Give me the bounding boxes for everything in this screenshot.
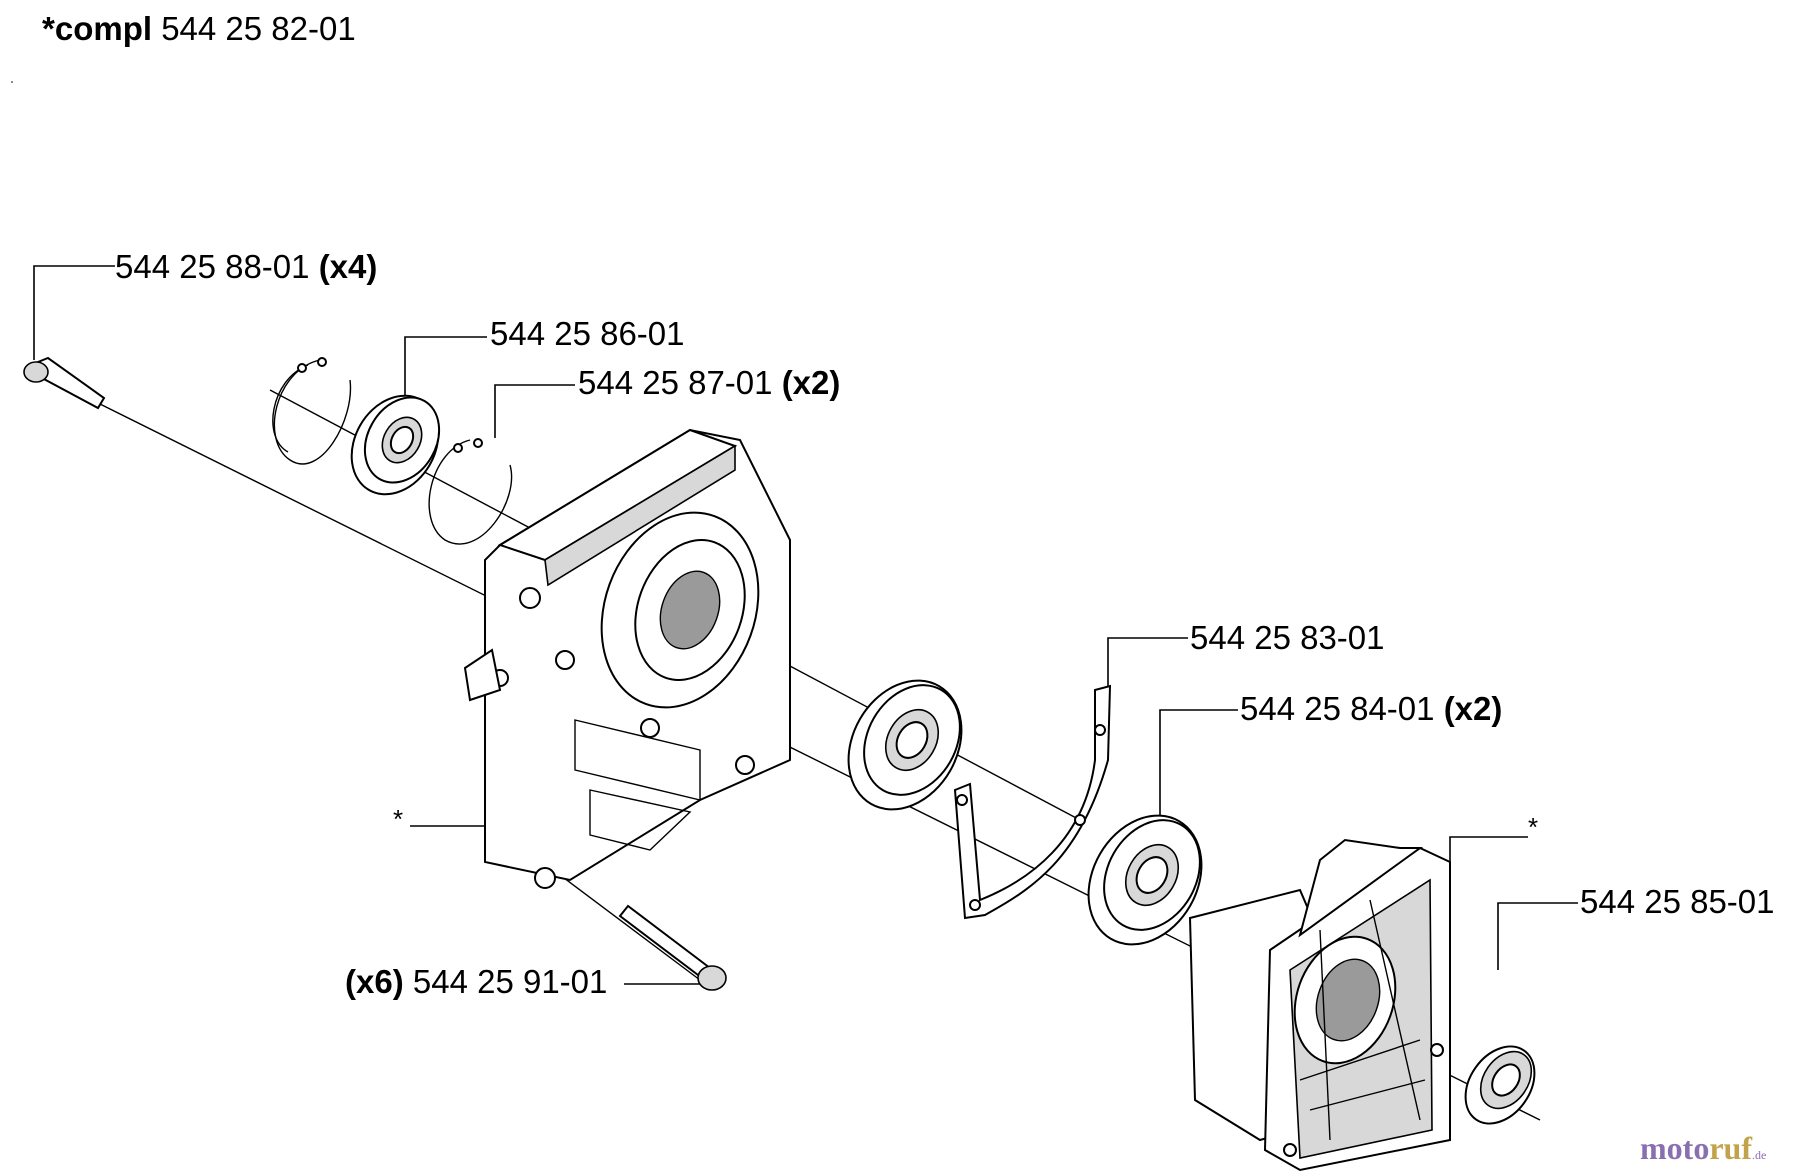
circlip-left-part [272, 357, 352, 465]
callout-bearing-large: 544 25 84-01 (x2) [1240, 692, 1502, 725]
screw-bottom-part [618, 904, 727, 991]
callout-qty: (x2) [1443, 690, 1503, 727]
callout-seal: 544 25 85-01 [1580, 885, 1775, 918]
callout-circlip: 544 25 87-01 (x2) [578, 366, 840, 399]
screw-top-part [23, 356, 106, 410]
bearing-large-2-part [1087, 814, 1203, 946]
callout-part-number: 544 25 85-01 [1580, 883, 1775, 920]
gasket-part [953, 684, 1112, 920]
callout-qty: (x2) [781, 364, 841, 401]
circlip-right-part [428, 438, 513, 545]
speck-dot [11, 81, 13, 83]
callout-part-number: 544 25 91-01 [412, 963, 608, 1000]
callout-part-number: 544 25 88-01 [115, 248, 310, 285]
callout-asterisk: * [393, 804, 404, 834]
watermark-tld: .de [1751, 1148, 1767, 1162]
callout-part-number: 544 25 84-01 [1240, 690, 1435, 727]
seal-part [1464, 1045, 1536, 1125]
callout-screw-bottom: (x6) 544 25 91-01 [345, 965, 607, 998]
callout-screw-top: 544 25 88-01 (x4) [115, 250, 377, 283]
callout-part-number: 544 25 87-01 [578, 364, 773, 401]
callout-asterisk: * [1528, 812, 1539, 842]
callout-qty: (x4) [318, 248, 378, 285]
bearing-large-1-part [847, 679, 963, 811]
title-part-number: 544 25 82-01 [161, 10, 356, 47]
bearing-small-part [350, 394, 441, 496]
callout-housing-left: * [393, 806, 403, 832]
housing-right-part [1188, 838, 1451, 1172]
watermark-logo: motoruf.de [1640, 1130, 1766, 1167]
watermark-part2: ruf [1709, 1130, 1752, 1166]
callout-housing-right: * [1528, 814, 1538, 840]
page-title: *compl 544 25 82-01 [42, 12, 356, 45]
callout-gasket: 544 25 83-01 [1190, 621, 1385, 654]
callout-part-number: 544 25 86-01 [490, 315, 685, 352]
callout-bearing-small: 544 25 86-01 [490, 317, 685, 350]
callout-qty: (x6) [345, 963, 404, 1000]
watermark-part1: moto [1640, 1130, 1710, 1166]
housing-left-part [463, 428, 791, 889]
callout-part-number: 544 25 83-01 [1190, 619, 1385, 656]
title-prefix: *compl [42, 10, 153, 47]
